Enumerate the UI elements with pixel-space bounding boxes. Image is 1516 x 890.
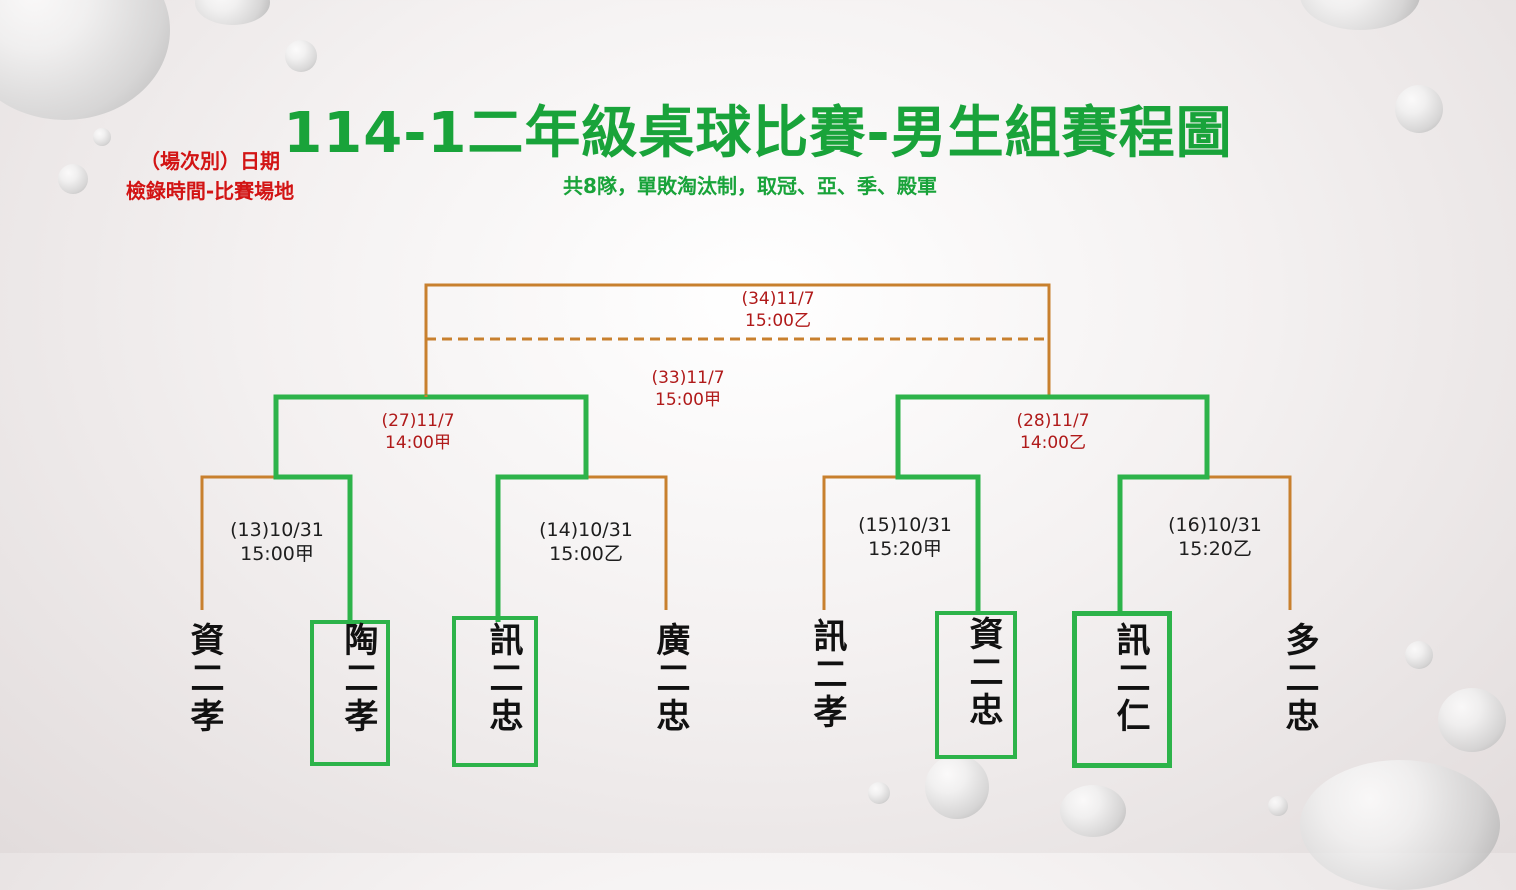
team-8: 多二忠 [1279,622,1319,736]
legend-line-1: （場次別）日期 [140,149,280,173]
water-drop-decoration [1395,85,1443,133]
winner-path-14 [426,394,589,622]
subtitle: 共8隊，單敗淘汰制，取冠、亞、季、殿軍 [563,174,937,198]
winner-path-15 [895,394,1049,612]
match-15-label: (15)10/31 15:20甲 [858,514,952,560]
water-drop-decoration [1438,688,1506,752]
team-2: 陶二孝 [338,622,378,736]
water-drop-decoration [285,40,317,72]
winner-path-13 [273,394,426,622]
winner-box-team-7 [1072,611,1172,768]
water-drop-decoration [1405,641,1433,669]
water-drop-decoration [868,782,890,804]
line-match-14 [586,475,668,610]
bracket-brown-lines [200,283,1292,610]
match-14-label: (14)10/31 15:00乙 [539,519,633,565]
water-drop-decoration [1268,796,1288,816]
legend-line-2: 檢錄時間-比賽場地 [125,179,295,203]
match-16-label: (16)10/31 15:20乙 [1168,514,1262,560]
water-drop-decoration [1060,785,1126,837]
team-1: 資二孝 [184,622,224,736]
team-5: 訊二孝 [807,618,847,732]
winner-box-team-6 [935,611,1017,759]
line-match-16 [1207,475,1292,610]
winner-box-team-2 [310,620,390,766]
bracket-lines [200,283,1292,622]
winner-box-team-3 [452,616,538,767]
bracket-green-lines [273,394,1210,622]
team-7: 訊二仁 [1110,622,1150,736]
winner-path-16 [1049,394,1210,612]
water-drop-decoration [58,164,88,194]
match-33-label: (33)11/7 15:00甲 [651,368,725,410]
line-match-15 [822,475,898,610]
match-27-label: (27)11/7 14:00甲 [381,411,455,453]
team-3: 訊二忠 [483,622,523,736]
line-match-13 [200,475,276,610]
legend: （場次別）日期 檢錄時間-比賽場地 [100,146,320,206]
water-drop-decoration [93,128,111,146]
team-4: 廣二忠 [650,622,690,736]
match-34-label: (34)11/7 15:00乙 [741,289,815,331]
water-drop-decoration [925,755,989,819]
match-28-label: (28)11/7 14:00乙 [1016,411,1090,453]
page-title: 114-1二年級桌球比賽-男生組賽程圖 [283,101,1233,166]
match-13-label: (13)10/31 15:00甲 [230,519,324,565]
team-6: 資二忠 [963,616,1003,730]
